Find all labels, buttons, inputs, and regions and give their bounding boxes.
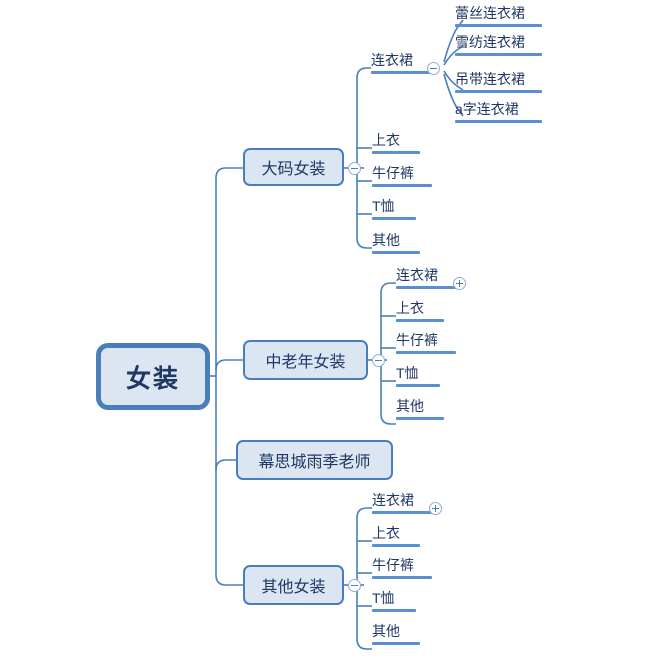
leaf-node[interactable]: 吊带连衣裙 xyxy=(455,71,542,93)
leaf-node[interactable]: T恤 xyxy=(396,365,440,387)
leaf-underline xyxy=(372,576,432,579)
leaf-node[interactable]: T恤 xyxy=(372,590,416,612)
leaf-node[interactable]: 连衣裙 xyxy=(371,52,431,74)
leaf-node-label: 上衣 xyxy=(372,132,400,148)
leaf-node-label: T恤 xyxy=(396,365,419,381)
leaf-underline xyxy=(396,351,456,354)
branch-node-label: 中老年女装 xyxy=(265,354,346,371)
root-node-label: 女装 xyxy=(125,364,180,393)
leaf-underline xyxy=(372,217,416,220)
leaf-underline xyxy=(372,544,420,547)
leaf-node[interactable]: 上衣 xyxy=(396,300,444,322)
leaf-node-label: 牛仔裤 xyxy=(396,332,438,348)
branch-node-label: 大码女装 xyxy=(261,161,326,178)
leaf-node-label: 连衣裙 xyxy=(372,492,414,508)
leaf-node-label: 其他 xyxy=(396,398,424,414)
leaf-underline xyxy=(372,511,432,514)
leaf-node-label: 其他 xyxy=(372,232,400,248)
leaf-node[interactable]: 牛仔裤 xyxy=(372,557,432,579)
leaf-node-label: 雪纺连衣裙 xyxy=(455,34,525,50)
leaf-node-label: 牛仔裤 xyxy=(372,165,414,181)
leaf-underline xyxy=(455,24,542,27)
leaf-node[interactable]: 牛仔裤 xyxy=(396,332,456,354)
branch-node-label: 其他女装 xyxy=(261,579,326,596)
leaf-node[interactable]: 其他 xyxy=(396,398,444,420)
expand-toggle-qita-lianyiqun[interactable] xyxy=(429,502,442,515)
leaf-node-label: 牛仔裤 xyxy=(372,557,414,573)
leaf-node[interactable]: 牛仔裤 xyxy=(372,165,432,187)
leaf-node[interactable]: 连衣裙 xyxy=(396,267,456,289)
leaf-node[interactable]: 蕾丝连衣裙 xyxy=(455,5,542,27)
leaf-underline xyxy=(372,151,420,154)
leaf-node[interactable]: T恤 xyxy=(372,198,416,220)
leaf-node[interactable]: 雪纺连衣裙 xyxy=(455,34,542,56)
branch-node-dama[interactable]: 大码女装 xyxy=(243,148,344,186)
leaf-underline xyxy=(455,90,542,93)
leaf-node[interactable]: 其他 xyxy=(372,232,420,254)
leaf-underline xyxy=(372,609,416,612)
leaf-underline xyxy=(372,251,420,254)
leaf-node-label: 连衣裙 xyxy=(396,267,438,283)
leaf-underline xyxy=(371,71,431,74)
leaf-node[interactable]: 其他 xyxy=(372,623,420,645)
branch-node-label: 幕思城雨季老师 xyxy=(258,454,371,471)
leaf-node[interactable]: 上衣 xyxy=(372,525,420,547)
leaf-node[interactable]: 连衣裙 xyxy=(372,492,432,514)
leaf-node[interactable]: a字连衣裙 xyxy=(455,101,542,123)
branch-node-zhonglaonian[interactable]: 中老年女装 xyxy=(243,340,368,380)
leaf-node-label: 蕾丝连衣裙 xyxy=(455,5,525,21)
leaf-underline xyxy=(396,417,444,420)
collapse-toggle-zhonglaonian[interactable] xyxy=(372,354,385,367)
leaf-node-label: 吊带连衣裙 xyxy=(455,71,525,87)
leaf-node-label: 连衣裙 xyxy=(371,52,413,68)
branch-node-qita[interactable]: 其他女装 xyxy=(243,565,344,605)
expand-toggle-zhonglaonian-lianyiqun[interactable] xyxy=(453,277,466,290)
leaf-underline xyxy=(372,184,432,187)
leaf-underline xyxy=(455,120,542,123)
leaf-underline xyxy=(396,319,444,322)
leaf-node-label: 上衣 xyxy=(372,525,400,541)
leaf-underline xyxy=(396,384,440,387)
branch-node-mushicheng[interactable]: 幕思城雨季老师 xyxy=(236,440,393,480)
leaf-underline xyxy=(455,53,542,56)
leaf-node-label: T恤 xyxy=(372,590,395,606)
leaf-underline xyxy=(372,642,420,645)
leaf-node-label: 其他 xyxy=(372,623,400,639)
leaf-node[interactable]: 上衣 xyxy=(372,132,420,154)
root-node[interactable]: 女装 xyxy=(96,343,210,410)
collapse-toggle-dama[interactable] xyxy=(348,162,361,175)
collapse-toggle-qita[interactable] xyxy=(348,579,361,592)
leaf-underline xyxy=(396,286,456,289)
leaf-node-label: 上衣 xyxy=(396,300,424,316)
leaf-node-label: T恤 xyxy=(372,198,395,214)
collapse-toggle-dama-lianyiqun[interactable] xyxy=(427,62,440,75)
leaf-node-label: a字连衣裙 xyxy=(455,101,519,117)
